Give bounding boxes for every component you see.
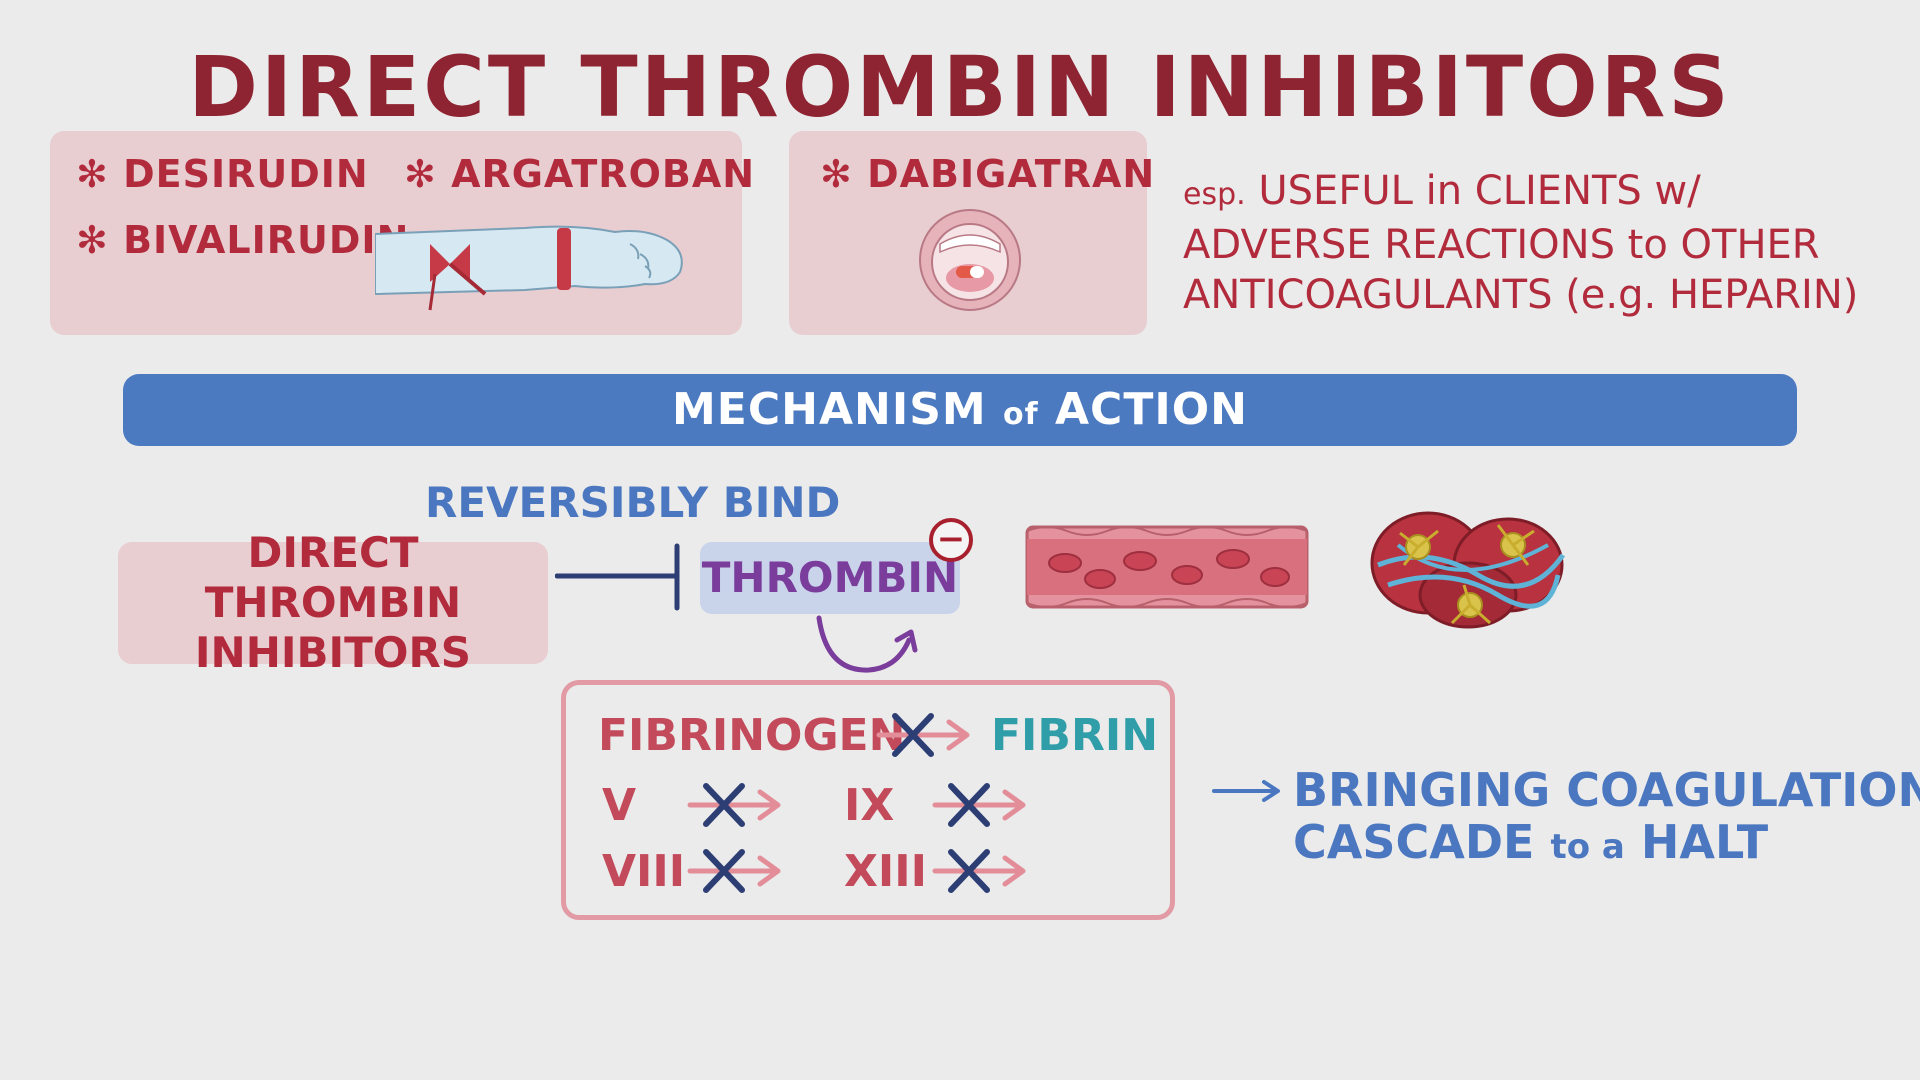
iv-arm-illustration	[375, 225, 683, 311]
dti-line2: INHIBITORS	[194, 628, 472, 677]
halt-line2b: to a	[1550, 827, 1625, 867]
halt-line1: BRINGING COAGULATION	[1293, 763, 1920, 817]
open-mouth-pill-illustration	[919, 209, 1021, 311]
note-line3-paren: (e.g. HEPARIN)	[1552, 272, 1859, 318]
fibrin-label: FIBRIN	[991, 710, 1159, 761]
page-title: DIRECT THROMBIN INHIBITORS	[188, 38, 1732, 136]
note-esp: esp.	[1183, 177, 1246, 212]
blocked-arrow-ix	[932, 783, 1026, 827]
coagulation-factors-box	[561, 680, 1175, 920]
minus-circle-icon: −	[929, 518, 973, 562]
reversibly-bind-label: REVERSIBLY BIND	[425, 478, 841, 527]
mechanism-text-2: ACTION	[1038, 384, 1248, 435]
factor-v-label: V	[602, 780, 637, 831]
minus-sign: −	[936, 519, 966, 559]
blood-clot-illustration	[1370, 511, 1566, 629]
drug-desirudin: ✻ DESIRUDIN	[76, 152, 369, 196]
dti-line1: DIRECT THROMBIN	[204, 528, 462, 627]
blocked-arrow-v	[687, 783, 781, 827]
blood-vessel-illustration	[1025, 525, 1309, 609]
thrombin-box: THROMBIN	[700, 542, 960, 614]
note-line3: ANTICOAGULANTS	[1183, 272, 1553, 318]
usefulness-note: esp. USEFUL in CLIENTS w/ ADVERSE REACTI…	[1183, 166, 1858, 320]
halt-line2a: CASCADE	[1293, 815, 1551, 869]
blocked-arrow-viii	[687, 849, 781, 893]
factor-ix-label: IX	[844, 780, 895, 831]
blocked-arrow-fibrinogen	[876, 713, 970, 757]
mechanism-text-1: MECHANISM	[672, 384, 1004, 435]
dti-box: DIRECT THROMBIN INHIBITORS	[118, 528, 548, 677]
mechanism-text-of: of	[1003, 397, 1039, 432]
note-line1: USEFUL in CLIENTS w/	[1245, 168, 1701, 214]
inhibition-arrow	[555, 543, 680, 611]
mechanism-header: MECHANISM of ACTION	[123, 374, 1797, 446]
note-line2: ADVERSE REACTIONS to OTHER	[1183, 222, 1820, 268]
halt-text: BRINGING COAGULATION CASCADE to a HALT	[1293, 764, 1920, 873]
curved-arrow-icon	[816, 615, 918, 673]
factor-viii-label: VIII	[602, 846, 686, 897]
fibrinogen-label: FIBRINOGEN	[598, 710, 906, 761]
drug-argatroban: ✻ ARGATROBAN	[404, 152, 756, 196]
drug-bivalirudin: ✻ BIVALIRUDIN	[76, 218, 410, 262]
factor-xiii-label: XIII	[844, 846, 928, 897]
right-arrow-icon	[1212, 780, 1280, 802]
blocked-arrow-xiii	[932, 849, 1026, 893]
drug-dabigatran: ✻ DABIGATRAN	[820, 152, 1156, 196]
halt-line2c: HALT	[1624, 815, 1769, 869]
